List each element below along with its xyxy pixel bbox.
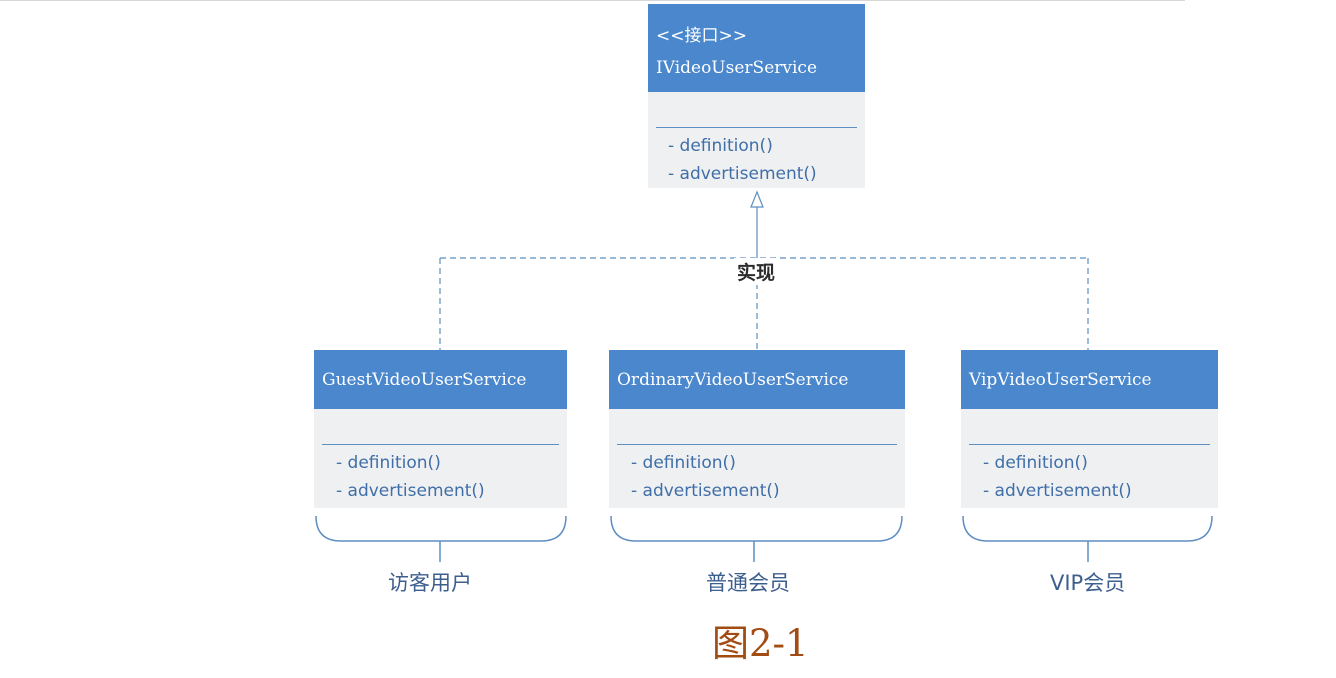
interface-box: <<接口>> IVideoUserService - definition() … bbox=[648, 4, 865, 188]
class-attributes bbox=[322, 409, 559, 445]
method-definition: - definition() bbox=[668, 136, 773, 156]
figure-caption: 图2-1 bbox=[712, 622, 809, 665]
interface-header: <<接口>> IVideoUserService bbox=[648, 4, 865, 92]
role-label-ordinary: 普通会员 bbox=[706, 571, 790, 595]
method-definition: - definition() bbox=[631, 453, 736, 473]
class-box-ordinary: OrdinaryVideoUserService - definition() … bbox=[609, 350, 905, 508]
class-box-vip: VipVideoUserService - definition() - adv… bbox=[961, 350, 1218, 508]
class-header: VipVideoUserService bbox=[961, 350, 1218, 409]
interface-methods: - definition() - advertisement() bbox=[648, 128, 865, 188]
class-name: GuestVideoUserService bbox=[322, 369, 527, 390]
interface-attributes bbox=[656, 92, 857, 128]
class-name: OrdinaryVideoUserService bbox=[617, 369, 849, 390]
class-name: VipVideoUserService bbox=[969, 369, 1152, 390]
class-methods: - definition() - advertisement() bbox=[314, 445, 567, 505]
method-advertisement: - advertisement() bbox=[983, 481, 1132, 501]
class-header: GuestVideoUserService bbox=[314, 350, 567, 409]
method-advertisement: - advertisement() bbox=[631, 481, 780, 501]
brace-guest bbox=[315, 515, 567, 542]
class-methods: - definition() - advertisement() bbox=[609, 445, 905, 505]
top-rule bbox=[0, 0, 1185, 1]
class-header: OrdinaryVideoUserService bbox=[609, 350, 905, 409]
interface-stereotype: <<接口>> bbox=[656, 25, 747, 46]
method-definition: - definition() bbox=[983, 453, 1088, 473]
method-advertisement: - advertisement() bbox=[668, 164, 817, 184]
realization-label: 实现 bbox=[734, 258, 779, 285]
interface-name: IVideoUserService bbox=[656, 57, 818, 78]
role-braces bbox=[315, 515, 1213, 562]
role-label-guest: 访客用户 bbox=[388, 571, 472, 595]
class-attributes bbox=[969, 409, 1210, 445]
method-definition: - definition() bbox=[336, 453, 441, 473]
role-label-vip: VIP会员 bbox=[1050, 571, 1126, 595]
class-methods: - definition() - advertisement() bbox=[961, 445, 1218, 505]
class-box-guest: GuestVideoUserService - definition() - a… bbox=[314, 350, 567, 508]
method-advertisement: - advertisement() bbox=[336, 481, 485, 501]
realization-arrowhead bbox=[750, 190, 764, 208]
class-attributes bbox=[617, 409, 897, 445]
brace-vip bbox=[962, 515, 1213, 542]
brace-ordinary bbox=[610, 515, 903, 542]
